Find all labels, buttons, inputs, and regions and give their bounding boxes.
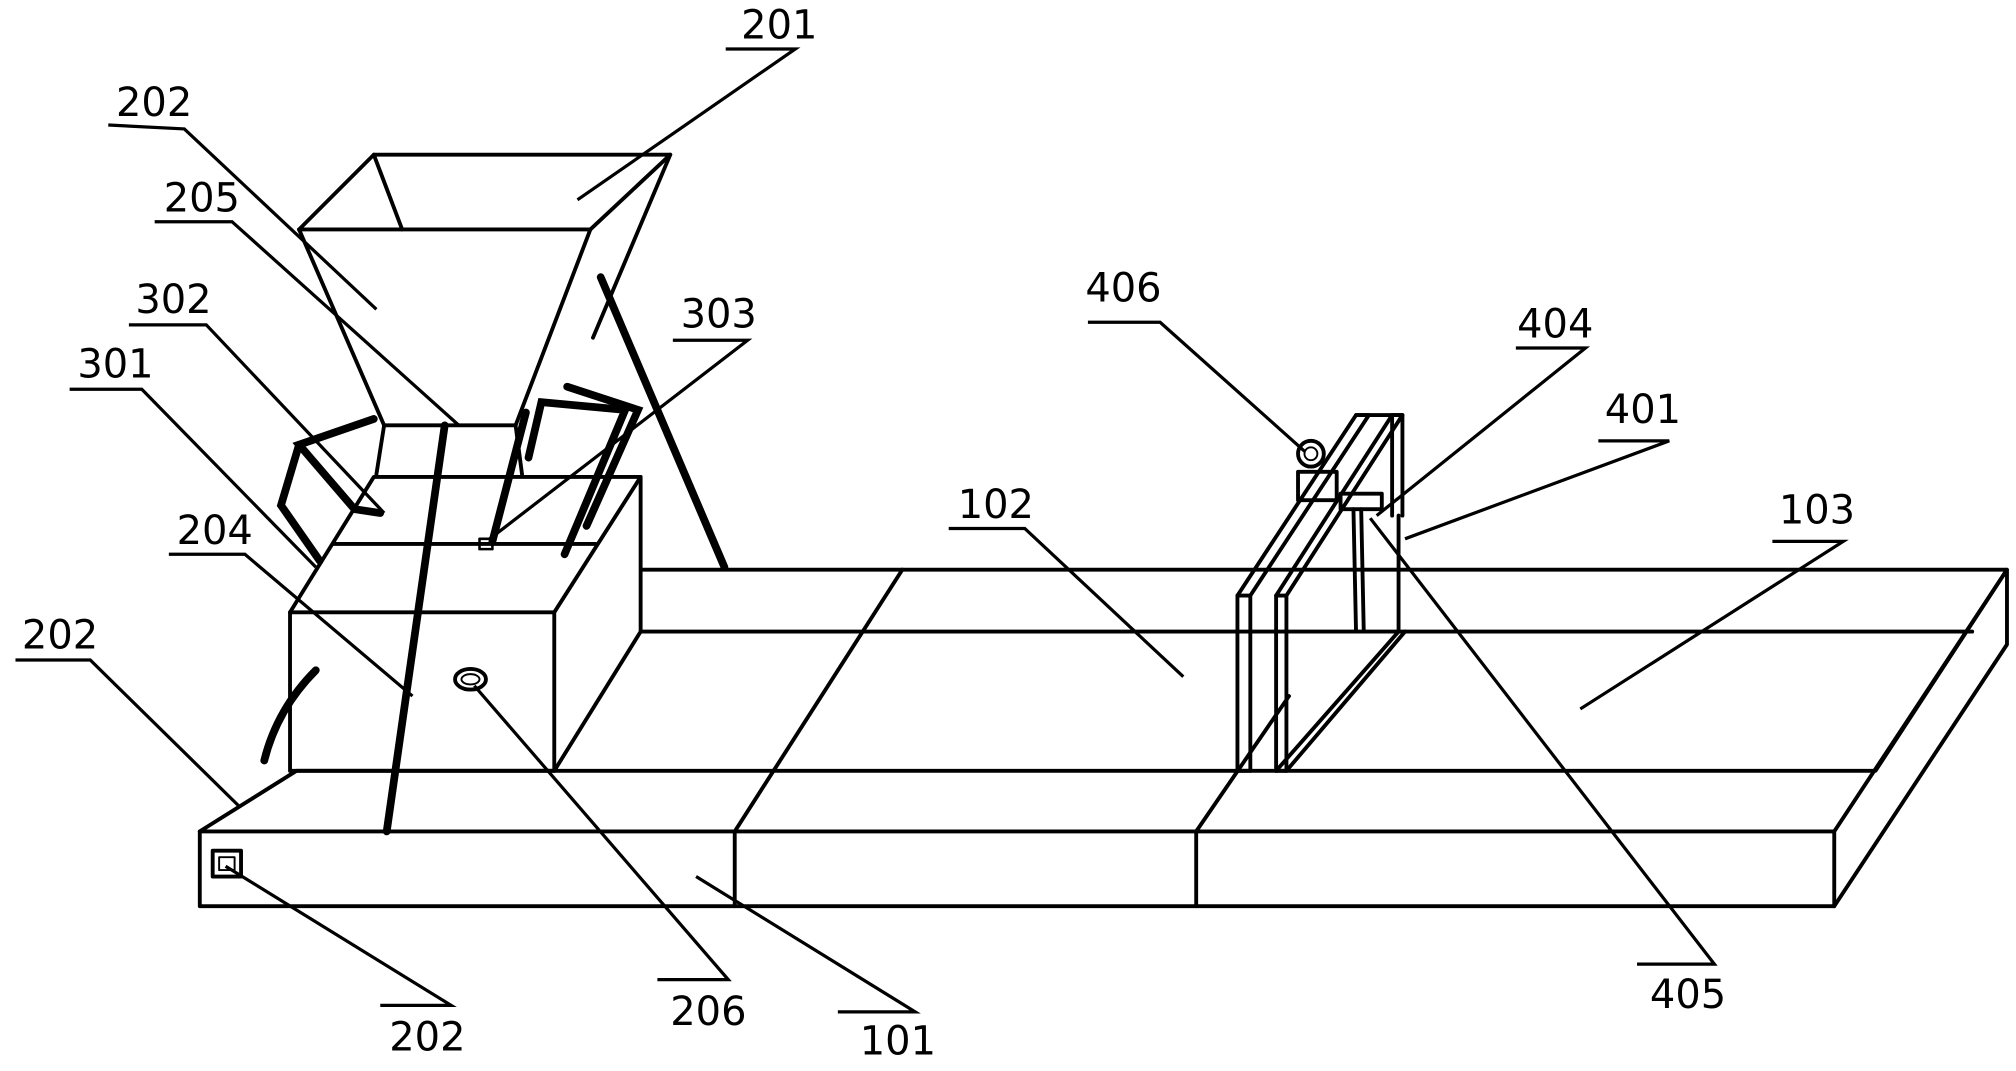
label-302: 302 [135, 277, 211, 323]
label-406: 406 [1085, 266, 1161, 312]
label-206: 206 [670, 989, 746, 1035]
label-401: 401 [1605, 387, 1681, 433]
label-202-switch: 202 [389, 1015, 465, 1061]
machine-box [260, 421, 905, 836]
linkage-arms [276, 382, 644, 565]
label-204: 204 [177, 508, 253, 554]
discharge-hole [453, 667, 488, 692]
label-202-base: 202 [22, 612, 98, 658]
reference-labels: 201 202 205 302 303 301 204 202 202 206 … [22, 3, 1855, 1065]
hopper [297, 152, 729, 572]
leader-lines [15, 47, 1849, 1014]
label-303: 303 [681, 291, 757, 337]
label-102: 102 [958, 482, 1034, 528]
label-103: 103 [1779, 487, 1855, 533]
label-405: 405 [1650, 972, 1726, 1018]
label-201: 201 [741, 3, 817, 49]
base-platform [197, 567, 2009, 909]
switch-square [210, 848, 243, 879]
label-202-hopper: 202 [116, 80, 192, 126]
label-205: 205 [164, 175, 240, 221]
label-101: 101 [860, 1018, 936, 1064]
label-404: 404 [1517, 302, 1593, 348]
sensor-head [1296, 469, 1339, 503]
sensor-frame [1235, 413, 1407, 773]
label-301: 301 [77, 342, 153, 388]
